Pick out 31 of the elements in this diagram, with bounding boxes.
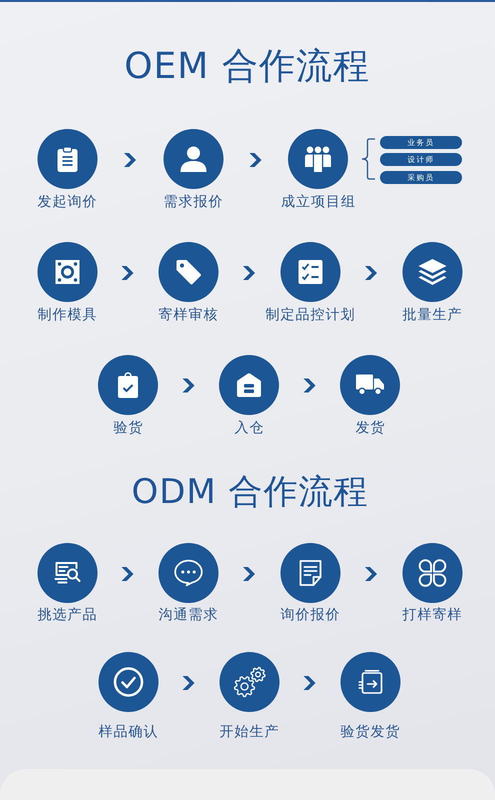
- chevron-arrow: [122, 266, 134, 280]
- step-label: 验货: [112, 419, 144, 437]
- step-label: 成立项目组: [280, 193, 356, 211]
- chevron-arrow: [122, 567, 134, 581]
- step-label: 发货: [354, 419, 386, 437]
- chevron-arrow: [304, 676, 316, 690]
- step-label: 打样寄样: [402, 606, 462, 624]
- chevron-arrow: [124, 153, 136, 167]
- step-label: 发起询价: [36, 193, 98, 211]
- chevron-arrow: [182, 378, 194, 392]
- step-label: 开始生产: [218, 723, 280, 741]
- chevron-arrow: [243, 567, 255, 581]
- step-label: 寄样审核: [158, 306, 218, 324]
- chevron-arrow: [304, 378, 316, 392]
- step-label: 样品确认: [98, 723, 158, 741]
- chevron-arrow: [365, 266, 377, 280]
- section-title: OEM 合作流程: [124, 44, 370, 88]
- step-label: 批量生产: [402, 306, 462, 324]
- chevron-arrow: [250, 153, 262, 167]
- chevron-arrow: [243, 266, 255, 280]
- chevron-arrow: [365, 567, 377, 581]
- step-label: 入仓: [234, 419, 264, 437]
- step-label: 验货发货: [340, 723, 400, 741]
- step-label: 制作模具: [36, 306, 98, 324]
- chevron-arrow: [182, 676, 194, 690]
- section-title: ODM 合作流程: [131, 472, 369, 512]
- step-label: 挑选产品: [36, 606, 98, 624]
- step-label: 询价报价: [280, 606, 340, 624]
- step-label: 需求报价: [162, 193, 224, 211]
- step-label: 制定品控计划: [264, 306, 356, 324]
- step-label: 沟通需求: [158, 606, 218, 624]
